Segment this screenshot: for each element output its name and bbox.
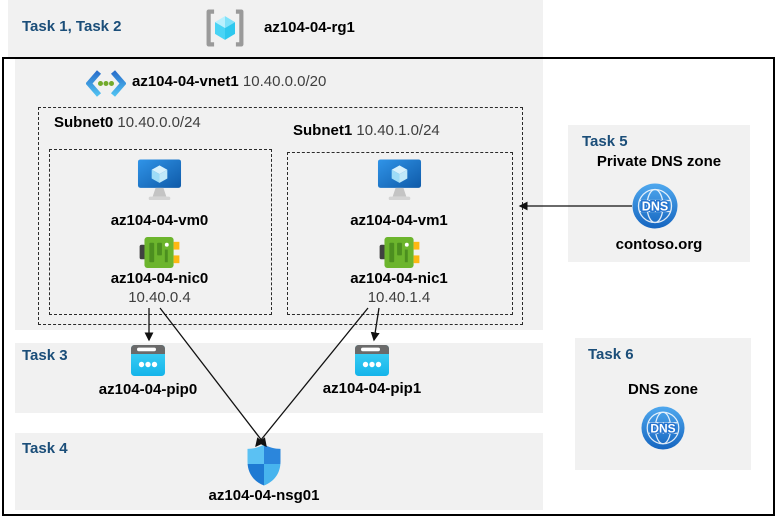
dns-zone-title: DNS zone bbox=[627, 381, 698, 398]
dns-globe-icon: DNS bbox=[632, 183, 678, 229]
nic0-name: az104-04-nic0 bbox=[110, 270, 209, 287]
task3-band bbox=[15, 343, 543, 413]
subnet1-label: Subnet1 10.40.1.0/24 bbox=[293, 122, 440, 139]
vnet-cidr: 10.40.0.0/20 bbox=[242, 73, 327, 90]
task-1-2-band bbox=[8, 0, 543, 57]
diagram-border-box bbox=[2, 57, 775, 516]
pip0-name: az104-04-pip0 bbox=[98, 381, 198, 398]
subnet1-cidr: 10.40.1.0/24 bbox=[356, 122, 440, 139]
subnet0-cidr: 10.40.0.0/24 bbox=[117, 114, 201, 131]
nic-icon bbox=[379, 236, 421, 269]
vm-icon bbox=[377, 158, 422, 202]
vnet-name: az104-04-vnet1 bbox=[132, 73, 239, 90]
nic1-name: az104-04-nic1 bbox=[350, 270, 448, 287]
nic1-ip: 10.40.1.4 bbox=[367, 289, 431, 306]
vm0-name: az104-04-vm0 bbox=[110, 212, 209, 229]
task4-label: Task 4 bbox=[22, 440, 68, 457]
task5-label: Task 5 bbox=[582, 133, 628, 150]
pip1-name: az104-04-pip1 bbox=[322, 380, 422, 397]
vnet-title: az104-04-vnet1 10.40.0.0/20 bbox=[132, 73, 326, 90]
resource-group-name: az104-04-rg1 bbox=[264, 19, 355, 36]
nic0-ip: 10.40.0.4 bbox=[128, 289, 191, 306]
nsg-shield-icon bbox=[247, 444, 281, 486]
dns-icon-text: DNS bbox=[650, 421, 675, 435]
dns-globe-icon: DNS bbox=[641, 406, 685, 450]
resource-group-icon bbox=[196, 8, 254, 48]
private-dns-zone-title: Private DNS zone bbox=[596, 153, 722, 170]
nic-icon bbox=[139, 236, 181, 269]
public-ip-icon bbox=[131, 345, 165, 376]
dns-icon-text: DNS bbox=[642, 200, 668, 214]
task-1-2-label: Task 1, Task 2 bbox=[22, 18, 122, 35]
subnet0-label: Subnet0 10.40.0.0/24 bbox=[54, 114, 201, 131]
task3-label: Task 3 bbox=[22, 347, 68, 364]
nsg-name: az104-04-nsg01 bbox=[208, 487, 320, 504]
vm-icon bbox=[137, 158, 182, 202]
private-dns-zone-name: contoso.org bbox=[615, 236, 703, 253]
public-ip-icon bbox=[355, 345, 389, 376]
subnet1-name: Subnet1 bbox=[293, 122, 353, 139]
subnet0-name: Subnet0 bbox=[54, 114, 114, 131]
task6-label: Task 6 bbox=[588, 346, 634, 363]
vm1-name: az104-04-vm1 bbox=[350, 212, 448, 229]
vnet-icon bbox=[86, 68, 126, 100]
vnet-panel bbox=[15, 59, 543, 330]
subnet1-box bbox=[287, 152, 513, 315]
